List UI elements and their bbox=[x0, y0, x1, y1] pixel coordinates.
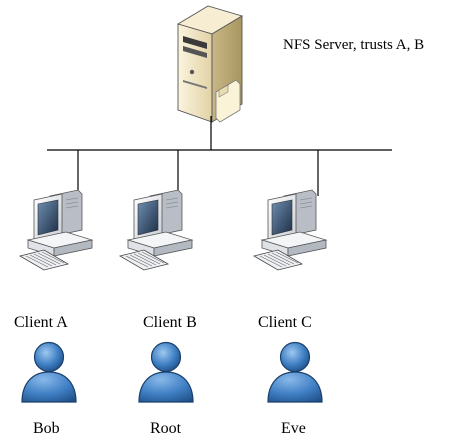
client-label: Client B bbox=[143, 314, 197, 331]
user-name: Eve bbox=[281, 420, 306, 437]
client-label: Client C bbox=[258, 314, 312, 331]
user-name: Root bbox=[150, 420, 182, 437]
desktop-computer-icon bbox=[253, 189, 327, 271]
client-a: Client A Bob bbox=[14, 189, 93, 437]
desktop-computer-icon bbox=[119, 189, 193, 271]
user-icon bbox=[267, 341, 323, 403]
server-label: NFS Server, trusts A, B bbox=[283, 37, 424, 53]
client-b: Client B Root bbox=[119, 189, 197, 437]
client-c: Client C Eve bbox=[253, 189, 327, 437]
user-icon bbox=[138, 341, 194, 403]
user-name: Bob bbox=[33, 420, 60, 437]
network-lines bbox=[47, 116, 392, 196]
client-label: Client A bbox=[14, 314, 68, 331]
server-tower-icon bbox=[176, 5, 244, 123]
user-icon bbox=[21, 341, 77, 403]
desktop-computer-icon bbox=[19, 189, 93, 271]
